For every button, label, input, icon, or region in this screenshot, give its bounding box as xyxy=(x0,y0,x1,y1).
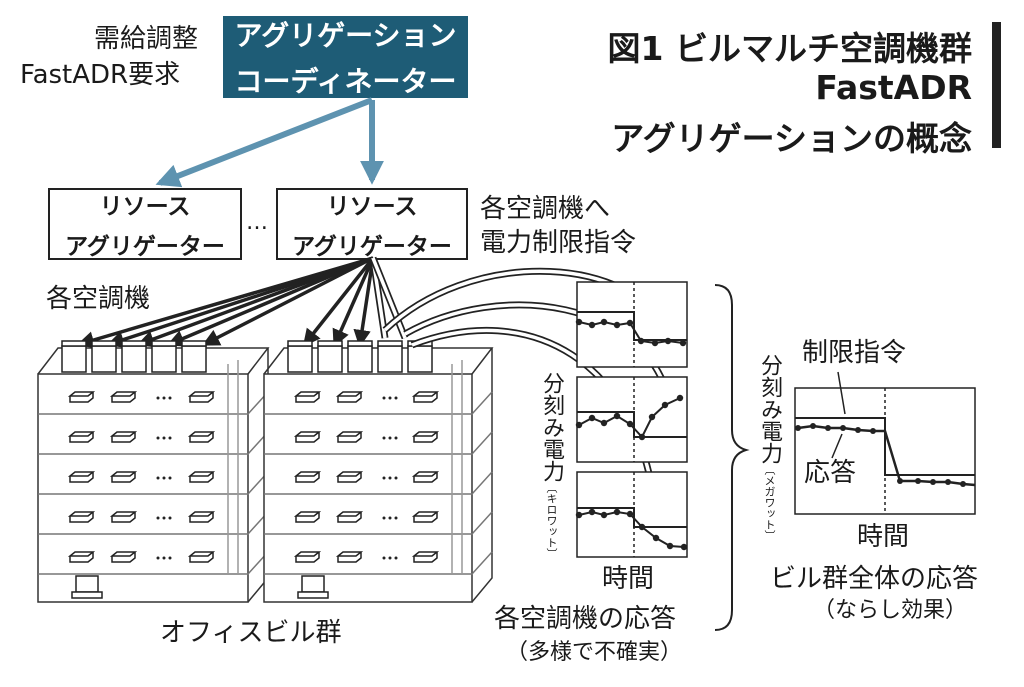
command-label-line2: 電力制限指令 xyxy=(480,228,637,258)
command-callout xyxy=(837,371,846,415)
coordinator-line1: アグリゲーション xyxy=(234,19,457,52)
unit-graph-2 xyxy=(576,376,688,463)
control-arrows xyxy=(76,256,375,349)
aggregator-1-line2: アグリゲーター xyxy=(65,234,225,260)
title-accent-bar xyxy=(992,22,1001,148)
unit-graph-3-points xyxy=(575,508,688,551)
unit-dots-left xyxy=(156,396,172,560)
total-graph-points xyxy=(795,423,966,487)
response-label: 応答 xyxy=(804,458,857,488)
adr-request-line1: 需給調整 xyxy=(94,24,199,54)
unit-graph-ylabel-text: 分刻み電力 xyxy=(539,372,564,482)
unit-graph-1-points xyxy=(575,318,687,347)
air-conditioners-label: 各空調機 xyxy=(46,284,151,314)
adr-request-line2: FastADR要求 xyxy=(20,60,181,90)
unit-graph-yunit: 〔キロワット〕 xyxy=(545,482,558,559)
roof-units-left xyxy=(61,340,207,373)
aggregator-ellipsis: … xyxy=(246,210,268,235)
indoor-units-right xyxy=(293,391,440,563)
aggregation-brace xyxy=(714,284,750,631)
office-buildings-label: オフィスビル群 xyxy=(160,618,342,648)
unit-graph-ylabel: 分刻み電力〔キロワット〕 xyxy=(539,372,564,559)
aggregator-2-line1: リソース xyxy=(326,194,418,220)
aggregator-1-line1: リソース xyxy=(99,194,191,220)
total-response-caption: ビル群全体の応答 xyxy=(770,564,979,594)
unit-response-caption: 各空調機の応答 xyxy=(494,604,677,634)
aggregator-2-line2: アグリゲーター xyxy=(292,234,452,260)
coordinator-arrows xyxy=(155,97,384,188)
unit-dots-right xyxy=(382,396,398,560)
total-graph-ylabel: 分刻み電力〔メガワット〕 xyxy=(757,354,782,541)
pc-icon-left xyxy=(71,575,103,599)
resource-aggregator-box-1: リソース アグリゲーター xyxy=(48,188,242,260)
resource-aggregator-box-2: リソース アグリゲーター xyxy=(276,188,468,260)
response-callout xyxy=(831,433,843,459)
total-graph-ylabel-text: 分刻み電力 xyxy=(757,354,782,464)
command-label-line1: 各空調機へ xyxy=(480,194,611,224)
total-graph-yunit: 〔メガワット〕 xyxy=(763,464,776,541)
unit-response-subcaption: （多様で不確実） xyxy=(506,640,683,665)
total-graph-xlabel: 時間 xyxy=(857,522,910,552)
pc-icon-right xyxy=(297,575,329,599)
total-graph xyxy=(794,387,976,515)
coordinator-line2: コーディネーター xyxy=(234,65,457,98)
indoor-units-left xyxy=(67,391,216,563)
roof-units-right xyxy=(287,340,433,373)
total-response-subcaption: （ならし効果） xyxy=(813,598,968,623)
figure-title-line3: アグリゲーションの概念 xyxy=(611,119,972,158)
unit-graph-2-points xyxy=(575,394,684,441)
command-limit-label: 制限指令 xyxy=(802,338,907,368)
figure-title-line1: 図1 ビルマルチ空調機群 xyxy=(607,29,972,68)
aggregation-coordinator-box: アグリゲーション コーディネーター xyxy=(223,16,468,98)
unit-graph-xlabel: 時間 xyxy=(602,564,655,594)
figure-title-line2: FastADR xyxy=(815,68,972,107)
building-right xyxy=(263,347,494,603)
unit-graph-1 xyxy=(576,281,688,368)
response-arrows xyxy=(369,256,409,340)
